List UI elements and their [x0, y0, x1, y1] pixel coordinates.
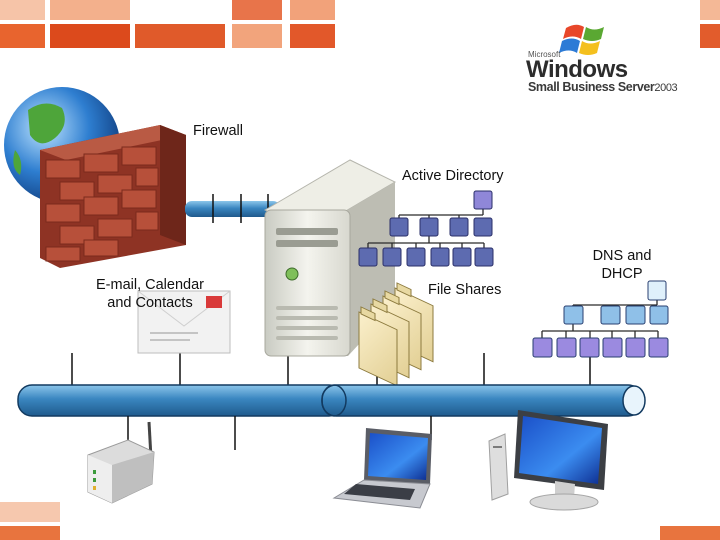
- header-tile: [50, 24, 130, 48]
- active-directory-nodes: [358, 190, 494, 267]
- header-tile: [700, 24, 720, 48]
- desktop-icon: [488, 410, 608, 511]
- header-tile: [50, 0, 130, 20]
- modem-icon: [87, 421, 155, 504]
- header-tile: [290, 0, 335, 20]
- label-active-directory: Active Directory: [402, 168, 504, 184]
- windows-sbs-logo: Microsoft Windows Small Business Server2…: [522, 20, 702, 95]
- footer-tile: [0, 526, 60, 540]
- header-tile: [290, 24, 335, 48]
- header-tile: [135, 24, 225, 48]
- label-email-line2: and Contacts: [107, 295, 193, 311]
- label-email: E-mail, Calendar and Contacts: [80, 276, 220, 312]
- folders-icon: [358, 282, 434, 387]
- brand-windows: Windows: [526, 56, 628, 83]
- footer-tile: [0, 502, 60, 522]
- laptop-icon: [332, 428, 432, 509]
- active-directory-tree-icon: [367, 209, 485, 248]
- footer-tile: [660, 526, 720, 540]
- bus-drop-lines: [71, 353, 591, 388]
- header-tile: [0, 24, 45, 48]
- header-tile: [700, 0, 720, 20]
- server-icon: [263, 159, 397, 357]
- label-dns-dhcp: DNS and DHCP: [575, 247, 669, 283]
- brand-microsoft: Microsoft: [528, 50, 561, 59]
- brick-wall-icon: [40, 125, 186, 268]
- label-dns-line1: DNS and: [592, 248, 652, 264]
- header-tile: [232, 24, 282, 48]
- brand-product-name: Small Business Server: [528, 80, 655, 94]
- bus-lower-drop-lines: [127, 416, 538, 450]
- network-bus: [17, 384, 646, 417]
- envelope-icon: [137, 290, 231, 354]
- header-tile: [0, 0, 45, 20]
- label-file-shares: File Shares: [428, 282, 502, 298]
- label-email-line1: E-mail, Calendar: [96, 277, 204, 293]
- label-dns-line2: DHCP: [601, 266, 643, 282]
- dns-dhcp-nodes: [532, 280, 669, 358]
- header-tile: [232, 0, 282, 20]
- firewall-link: [185, 201, 280, 217]
- brand-year: 2003: [654, 82, 678, 94]
- windows-flag-icon: [559, 24, 604, 55]
- brand-product: Small Business Server2003: [528, 80, 678, 94]
- label-firewall: Firewall: [193, 123, 243, 139]
